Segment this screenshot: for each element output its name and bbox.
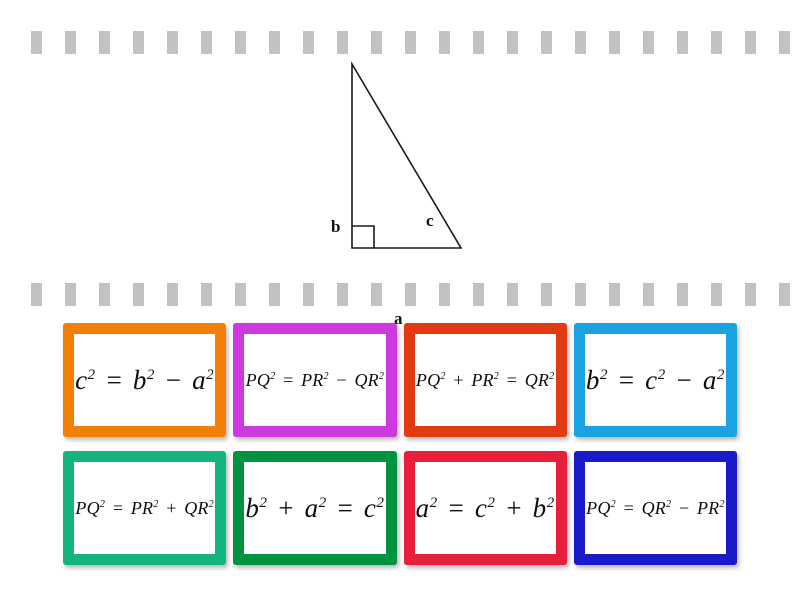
separator-dash <box>609 283 620 306</box>
separator-dash <box>643 31 654 54</box>
separator-dash <box>711 31 722 54</box>
answer-card-7[interactable]: a2 = c2 + b2 <box>403 451 567 565</box>
separator-dash <box>201 31 212 54</box>
formula-text: c2 = b2 − a2 <box>75 364 215 395</box>
right-triangle-icon <box>351 61 463 249</box>
separator-dash <box>133 283 144 306</box>
answer-card-3[interactable]: PQ2 + PR2 = QR2 <box>403 323 567 437</box>
separator-dash <box>235 283 246 306</box>
formula-text: b2 = c2 − a2 <box>585 364 725 395</box>
separator-dash <box>643 283 654 306</box>
separator-dash <box>677 283 688 306</box>
formula-text: PQ2 = PR2 − QR2 <box>245 370 385 390</box>
separator-dash <box>269 31 280 54</box>
separator-dash <box>303 283 314 306</box>
answer-card-4[interactable]: b2 = c2 − a2 <box>573 323 737 437</box>
separator-dash <box>31 31 42 54</box>
formula-text: PQ2 + PR2 = QR2 <box>415 370 555 390</box>
separator-dash <box>65 283 76 306</box>
separator-dash <box>745 283 756 306</box>
answer-cards-area: c2 = b2 − a2 PQ2 = PR2 − QR2 PQ2 + PR2 = Q… <box>0 318 800 578</box>
answer-card-row-1: c2 = b2 − a2 PQ2 = PR2 − QR2 PQ2 + PR2 = Q… <box>63 323 737 437</box>
separator-dash <box>337 283 348 306</box>
answer-card-inner: PQ2 = QR2 − PR2 <box>584 462 726 554</box>
separator-dash <box>779 31 790 54</box>
triangle-label-c: c <box>426 211 434 230</box>
formula-text: PQ2 = PR2 + QR2 <box>75 498 214 518</box>
separator-dash <box>235 31 246 54</box>
separator-dash <box>575 283 586 306</box>
separator-dash <box>167 31 178 54</box>
answer-card-row-2: PQ2 = PR2 + QR2 b2 + a2 = c2 a2 = c2 + b2 P… <box>63 451 737 565</box>
separator-dash <box>371 31 382 54</box>
separator-dash <box>575 31 586 54</box>
triangle-label-a: a <box>394 309 403 328</box>
formula-text: PQ2 = QR2 − PR2 <box>586 498 725 518</box>
separator-dash <box>405 31 416 54</box>
triangle-label-b: b <box>331 217 341 236</box>
separator-dash <box>507 283 518 306</box>
answer-card-inner: a2 = c2 + b2 <box>414 462 556 554</box>
separator-dash <box>609 31 620 54</box>
answer-card-inner: PQ2 = PR2 + QR2 <box>74 462 216 554</box>
answer-card-1[interactable]: c2 = b2 − a2 <box>63 323 227 437</box>
separator-dash <box>473 283 484 306</box>
separator-dash <box>337 31 348 54</box>
answer-card-inner: b2 + a2 = c2 <box>244 462 386 554</box>
separator-dash <box>99 31 110 54</box>
separator-dash <box>439 283 450 306</box>
dashed-separator-top <box>0 31 800 55</box>
separator-dash <box>65 31 76 54</box>
answer-card-6[interactable]: b2 + a2 = c2 <box>233 451 397 565</box>
separator-dash <box>779 283 790 306</box>
answer-card-inner: PQ2 + PR2 = QR2 <box>414 334 556 426</box>
separator-dash <box>133 31 144 54</box>
answer-card-inner: PQ2 = PR2 − QR2 <box>244 334 386 426</box>
separator-dash <box>405 283 416 306</box>
separator-dash <box>167 283 178 306</box>
separator-dash <box>269 283 280 306</box>
separator-dash <box>303 31 314 54</box>
separator-dash <box>541 31 552 54</box>
separator-dash <box>31 283 42 306</box>
answer-card-inner: b2 = c2 − a2 <box>584 334 726 426</box>
formula-text: b2 + a2 = c2 <box>245 492 385 523</box>
dashed-separator-middle <box>0 283 800 307</box>
separator-dash <box>371 283 382 306</box>
separator-dash <box>745 31 756 54</box>
separator-dash <box>541 283 552 306</box>
separator-dash <box>201 283 212 306</box>
answer-card-5[interactable]: PQ2 = PR2 + QR2 <box>63 451 227 565</box>
answer-card-2[interactable]: PQ2 = PR2 − QR2 <box>233 323 397 437</box>
answer-card-inner: c2 = b2 − a2 <box>74 334 216 426</box>
separator-dash <box>507 31 518 54</box>
triangle-diagram-area: b c a <box>0 55 800 327</box>
separator-dash <box>439 31 450 54</box>
separator-dash <box>677 31 688 54</box>
formula-text: a2 = c2 + b2 <box>415 492 555 523</box>
separator-dash <box>473 31 484 54</box>
answer-card-8[interactable]: PQ2 = QR2 − PR2 <box>573 451 737 565</box>
separator-dash <box>711 283 722 306</box>
separator-dash <box>99 283 110 306</box>
